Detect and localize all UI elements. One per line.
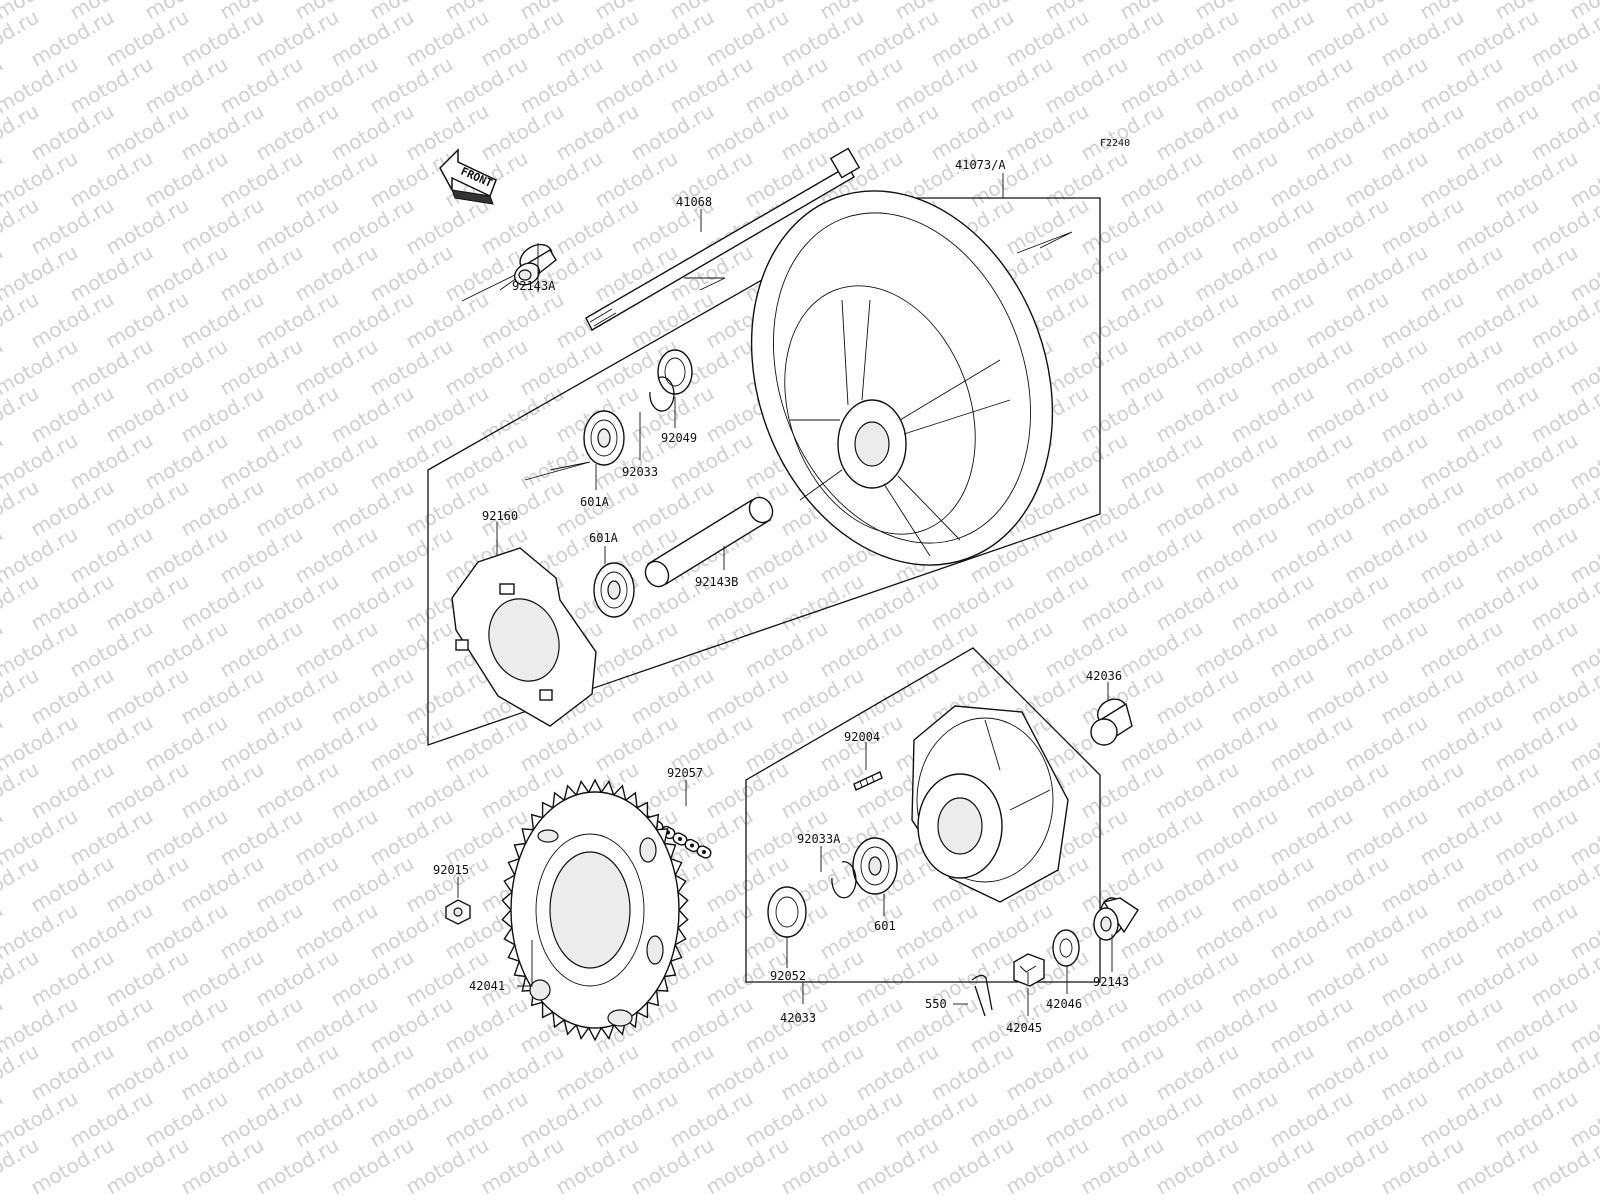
- chain-pin: [702, 850, 706, 854]
- callout-92004: 92004: [844, 730, 880, 744]
- sprocket-part: [501, 778, 689, 1042]
- coupling-hub-part: [911, 705, 1069, 903]
- wheel-rim-part: [750, 190, 1054, 566]
- callout-550: 550: [925, 997, 947, 1011]
- callout-92143A: 92143A: [512, 279, 556, 293]
- callout-42033: 42033: [780, 1011, 816, 1025]
- watermark-text: motod.ru: [1527, 1133, 1600, 1200]
- callout-42045: 42045: [1006, 1021, 1042, 1035]
- callout-layer: F2240 41068 41073/A 92143A 92049 92033 6…: [433, 138, 1130, 1035]
- callout-92143: 92143: [1093, 975, 1129, 989]
- collar-part-right: [1090, 698, 1133, 746]
- damper-rubber-part: [451, 547, 597, 727]
- stud-part: [853, 771, 883, 791]
- circlip-part: [649, 376, 675, 412]
- axis-mark: [524, 461, 591, 481]
- callout-41068: 41068: [676, 195, 712, 209]
- nut-part: [445, 899, 471, 925]
- castle-nut-part: [1013, 953, 1045, 987]
- callout-42041: 42041: [469, 979, 505, 993]
- bearing-part-lower: [593, 562, 635, 618]
- callout-601A-lower: 601A: [589, 531, 619, 545]
- spacer-tube-part: [644, 496, 774, 588]
- seal-part-hub: [767, 886, 807, 938]
- hub-assembly-outline: [745, 647, 1101, 983]
- chain-pin: [678, 837, 682, 841]
- callout-92143B: 92143B: [695, 575, 738, 589]
- axis-mark: [684, 277, 726, 291]
- callout-92033A: 92033A: [797, 832, 841, 846]
- callout-601A-upper: 601A: [580, 495, 610, 509]
- diagram-code: F2240: [1100, 138, 1130, 149]
- seal-part: [657, 349, 693, 395]
- callout-92052: 92052: [770, 969, 806, 983]
- circlip-part-hub: [831, 861, 857, 899]
- callout-92057: 92057: [667, 766, 703, 780]
- bearing-part-upper: [583, 410, 625, 466]
- callout-92160: 92160: [482, 509, 518, 523]
- callout-601: 601: [874, 919, 896, 933]
- axle-part: [585, 147, 861, 331]
- collar-part-bottom: [1093, 897, 1139, 941]
- collar-part: [513, 243, 557, 286]
- callout-92033: 92033: [622, 465, 658, 479]
- washer-part: [1052, 929, 1080, 967]
- cotter-pin-part: [971, 974, 993, 1017]
- callout-92015: 92015: [433, 863, 469, 877]
- chain-pin: [690, 843, 694, 848]
- callout-42046: 42046: [1046, 997, 1082, 1011]
- axis-mark: [1016, 231, 1073, 254]
- callout-42036: 42036: [1086, 669, 1122, 683]
- callout-92049: 92049: [661, 431, 697, 445]
- callout-41073A: 41073/A: [955, 158, 1006, 172]
- bearing-part-hub: [852, 837, 898, 895]
